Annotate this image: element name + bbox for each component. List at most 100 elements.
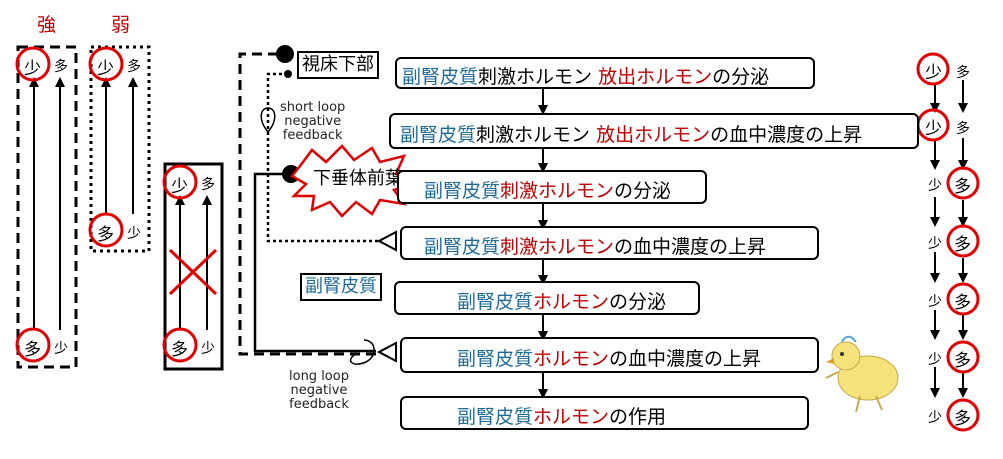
flow-7-segment-1: 副腎皮質 <box>457 406 534 428</box>
right-few-1: 少 <box>925 63 942 83</box>
weak-few-circle <box>88 46 124 82</box>
flow-2-segment-2: 刺激ホルモン <box>476 124 597 146</box>
flow-3-segment-2: 刺激ホルモン <box>500 180 615 202</box>
flow-text-5: 副腎皮質ホルモンの分泌 <box>457 287 666 314</box>
flow-text-2: 副腎皮質刺激ホルモン 放出ホルモンの血中濃度の上昇 <box>400 120 862 147</box>
flow-box-6 <box>400 337 819 373</box>
anterior-pituitary-label: 下垂体前葉 <box>313 168 403 189</box>
flow-7-segment-2: ホルモン <box>533 406 610 428</box>
strong-many-circle <box>15 327 51 363</box>
flow-5-segment-1: 副腎皮質 <box>457 291 534 313</box>
short-loop-note: short loop negative feedback <box>280 101 345 143</box>
right-few-3: 少 <box>928 178 942 194</box>
right-few-circle-1 <box>916 52 950 86</box>
strong-few-label-bottom: 少 <box>54 341 68 357</box>
short-loop-note-line2: negative <box>284 114 342 129</box>
right-few-4: 少 <box>928 236 942 252</box>
right-few-2: 少 <box>925 119 942 139</box>
right-many-circle-5 <box>946 282 980 316</box>
flow-text-6: 副腎皮質ホルモンの血中濃度の上昇 <box>457 344 761 371</box>
long-loop-triangle <box>376 341 397 363</box>
right-many-5: 多 <box>954 293 971 313</box>
weak-few-label: 少 <box>97 59 114 79</box>
blocked-legend-frame <box>163 162 224 371</box>
long-loop-note-line1: long loop <box>289 369 349 384</box>
right-many-1: 多 <box>956 65 970 81</box>
flow-7-segment-3: の作用 <box>609 406 667 428</box>
flow-1-segment-2: 刺激ホルモン <box>478 66 599 88</box>
right-many-circle-3 <box>946 166 980 200</box>
short-loop-triangle <box>376 230 397 252</box>
long-loop-solid-line <box>253 172 376 353</box>
weak-many-label-top: 多 <box>127 59 141 75</box>
flow-box-3 <box>397 170 707 204</box>
right-arrows <box>930 80 968 398</box>
short-loop-note-line1: short loop <box>280 100 346 115</box>
blocked-few-label: 少 <box>171 177 188 197</box>
flow-box-4 <box>400 226 819 260</box>
hypothalamus-dot <box>276 45 294 63</box>
weak-many-label: 多 <box>97 225 114 245</box>
flow-2-segment-4: の血中濃度の上昇 <box>710 124 863 146</box>
adrenal-cortex-label: 副腎皮質 <box>300 273 382 301</box>
long-loop-curl <box>349 339 375 365</box>
red-cross-b <box>168 248 218 296</box>
flow-text-3: 副腎皮質刺激ホルモンの分泌 <box>424 176 671 203</box>
flow-6-segment-3: の血中濃度の上昇 <box>609 348 762 370</box>
flow-box-1 <box>395 57 815 89</box>
pituitary-starburst <box>290 144 418 218</box>
right-many-circle-6 <box>946 340 980 374</box>
chick-illustration <box>825 335 899 413</box>
flow-5-segment-2: ホルモン <box>533 291 610 313</box>
strong-few-circle <box>15 46 51 82</box>
blocked-few-circle <box>162 164 198 200</box>
right-few-6: 少 <box>928 352 942 368</box>
long-loop-dashed-line <box>238 52 376 356</box>
weak-many-circle <box>88 212 124 248</box>
flow-text-7: 副腎皮質ホルモンの作用 <box>457 402 666 429</box>
flow-text-1: 副腎皮質刺激ホルモン 放出ホルモンの分泌 <box>402 62 769 89</box>
strong-many-label-top: 多 <box>54 59 68 75</box>
short-loop-note-line3: feedback <box>282 128 343 143</box>
blocked-few-label-bottom: 少 <box>201 341 215 357</box>
blocked-many-label: 多 <box>171 340 188 360</box>
long-loop-note-line2: negative <box>290 383 348 398</box>
right-many-6: 多 <box>954 351 971 371</box>
right-few-5: 少 <box>928 294 942 310</box>
flow-2-segment-3: 放出ホルモン <box>596 124 711 146</box>
right-few-7: 少 <box>928 410 942 426</box>
right-many-4: 多 <box>954 235 971 255</box>
right-many-7: 多 <box>954 409 971 429</box>
flow-4-segment-1: 副腎皮質 <box>424 236 501 258</box>
weak-legend-title: 弱 <box>111 14 131 36</box>
short-loop-dotted-line <box>266 72 378 243</box>
flow-box-7 <box>400 396 809 430</box>
right-many-circle-7 <box>946 398 980 432</box>
flow-5-segment-3: の分泌 <box>609 291 667 313</box>
long-loop-note-line3: feedback <box>289 397 349 412</box>
strong-legend-title: 強 <box>37 14 57 36</box>
right-many-circle-4 <box>946 224 980 258</box>
flow-box-2 <box>389 113 919 149</box>
right-many-2: 多 <box>956 121 970 137</box>
strong-few-label: 少 <box>24 59 41 79</box>
hypothalamus-label: 視床下部 <box>297 51 379 79</box>
flow-3-segment-1: 副腎皮質 <box>424 180 501 202</box>
strong-many-label: 多 <box>24 340 41 360</box>
flow-1-segment-1: 副腎皮質 <box>402 66 479 88</box>
strong-legend-frame <box>16 45 78 369</box>
flow-6-segment-1: 副腎皮質 <box>457 348 534 370</box>
flow-4-segment-2: 刺激ホルモン <box>500 236 615 258</box>
flow-6-segment-2: ホルモン <box>533 348 610 370</box>
flow-1-segment-4: の分泌 <box>712 66 770 88</box>
flow-text-4: 副腎皮質刺激ホルモンの血中濃度の上昇 <box>424 232 766 259</box>
blocked-many-label-top: 多 <box>201 177 215 193</box>
weak-few-label-bottom: 少 <box>127 226 141 242</box>
flow-4-segment-3: の血中濃度の上昇 <box>614 236 767 258</box>
flow-3-segment-3: の分泌 <box>614 180 672 202</box>
flow-box-5 <box>394 281 700 315</box>
right-many-3: 多 <box>954 177 971 197</box>
flow-1-segment-3: 放出ホルモン <box>598 66 713 88</box>
long-loop-note: long loop negative feedback <box>289 370 349 412</box>
